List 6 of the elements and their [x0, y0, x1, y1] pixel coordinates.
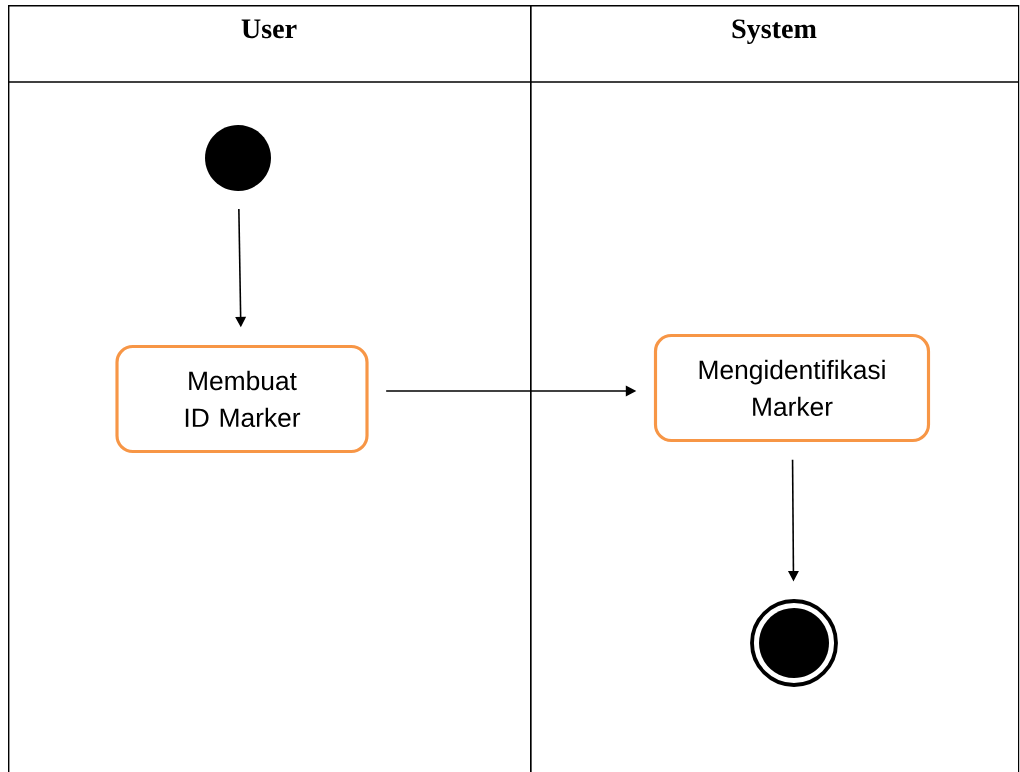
action-box: Membuat ID Marker: [115, 344, 369, 454]
lane-header: User: [241, 19, 297, 39]
action-box: Mengidentifikasi Marker: [653, 333, 931, 443]
end-node: [750, 599, 838, 687]
start-node: [205, 125, 271, 191]
lane-header: System: [732, 19, 817, 45]
